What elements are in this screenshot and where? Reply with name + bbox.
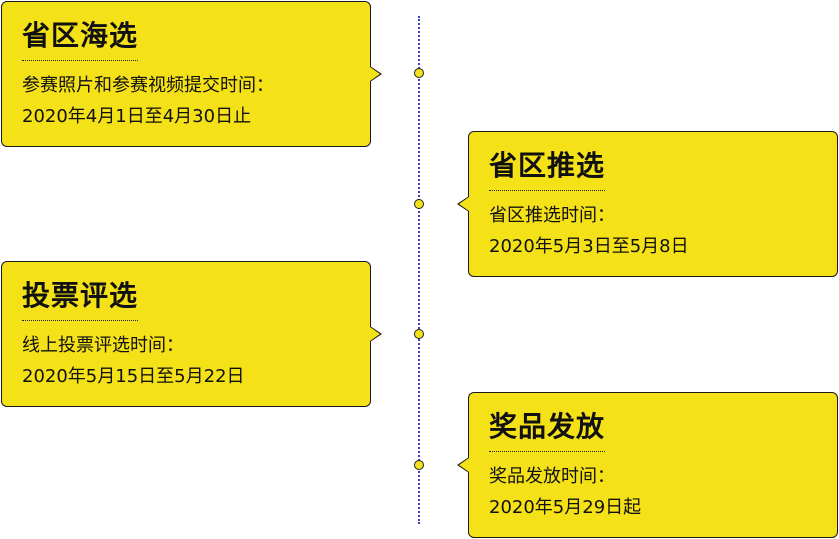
stage-date: 2020年5月15日至5月22日 <box>22 366 245 387</box>
stage-card-voting: 投票评选 线上投票评选时间： 2020年5月15日至5月22日 <box>1 261 382 407</box>
stage-date: 2020年5月3日至5月8日 <box>489 236 689 257</box>
stage-title: 省区海选 <box>22 18 139 61</box>
timeline-axis <box>418 16 420 524</box>
stage-description: 省区推选时间： <box>489 205 615 226</box>
stage-card-provincial-audition: 省区海选 参赛照片和参赛视频提交时间： 2020年4月1日至4月30日止 <box>1 1 382 147</box>
timeline-dot-1 <box>414 68 424 78</box>
stage-description: 线上投票评选时间： <box>22 335 184 356</box>
stage-title: 投票评选 <box>22 278 139 321</box>
stage-title: 省区推选 <box>489 148 606 191</box>
timeline-dot-2 <box>414 199 424 209</box>
stage-title: 奖品发放 <box>489 409 606 452</box>
stage-date: 2020年4月1日至4月30日止 <box>22 106 252 127</box>
stage-card-provincial-recommendation: 省区推选 省区推选时间： 2020年5月3日至5月8日 <box>457 131 838 277</box>
stage-date: 2020年5月29日起 <box>489 497 642 518</box>
stage-description: 参赛照片和参赛视频提交时间： <box>22 75 274 96</box>
stage-card-prize-distribution: 奖品发放 奖品发放时间： 2020年5月29日起 <box>457 392 838 538</box>
stage-description: 奖品发放时间： <box>489 466 615 487</box>
timeline-dot-4 <box>414 460 424 470</box>
timeline-dot-3 <box>414 329 424 339</box>
